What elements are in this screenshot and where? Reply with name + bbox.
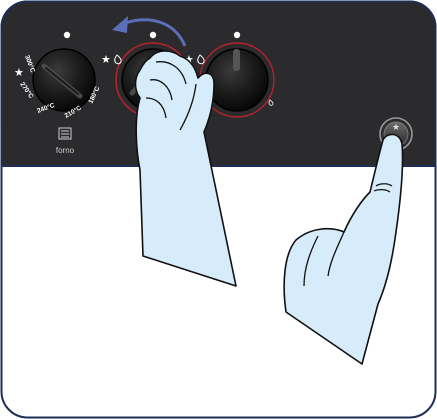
- star-icon: ★: [14, 67, 24, 79]
- oven-knob[interactable]: [33, 49, 95, 111]
- star-button-icon: ★: [392, 122, 400, 132]
- indicator-dot-middle: [150, 32, 156, 38]
- indicator-dot-right: [234, 32, 240, 38]
- indicator-dot-left: [64, 32, 70, 38]
- oven-label: forno: [56, 146, 75, 155]
- star-icon-middle: ★: [101, 54, 111, 66]
